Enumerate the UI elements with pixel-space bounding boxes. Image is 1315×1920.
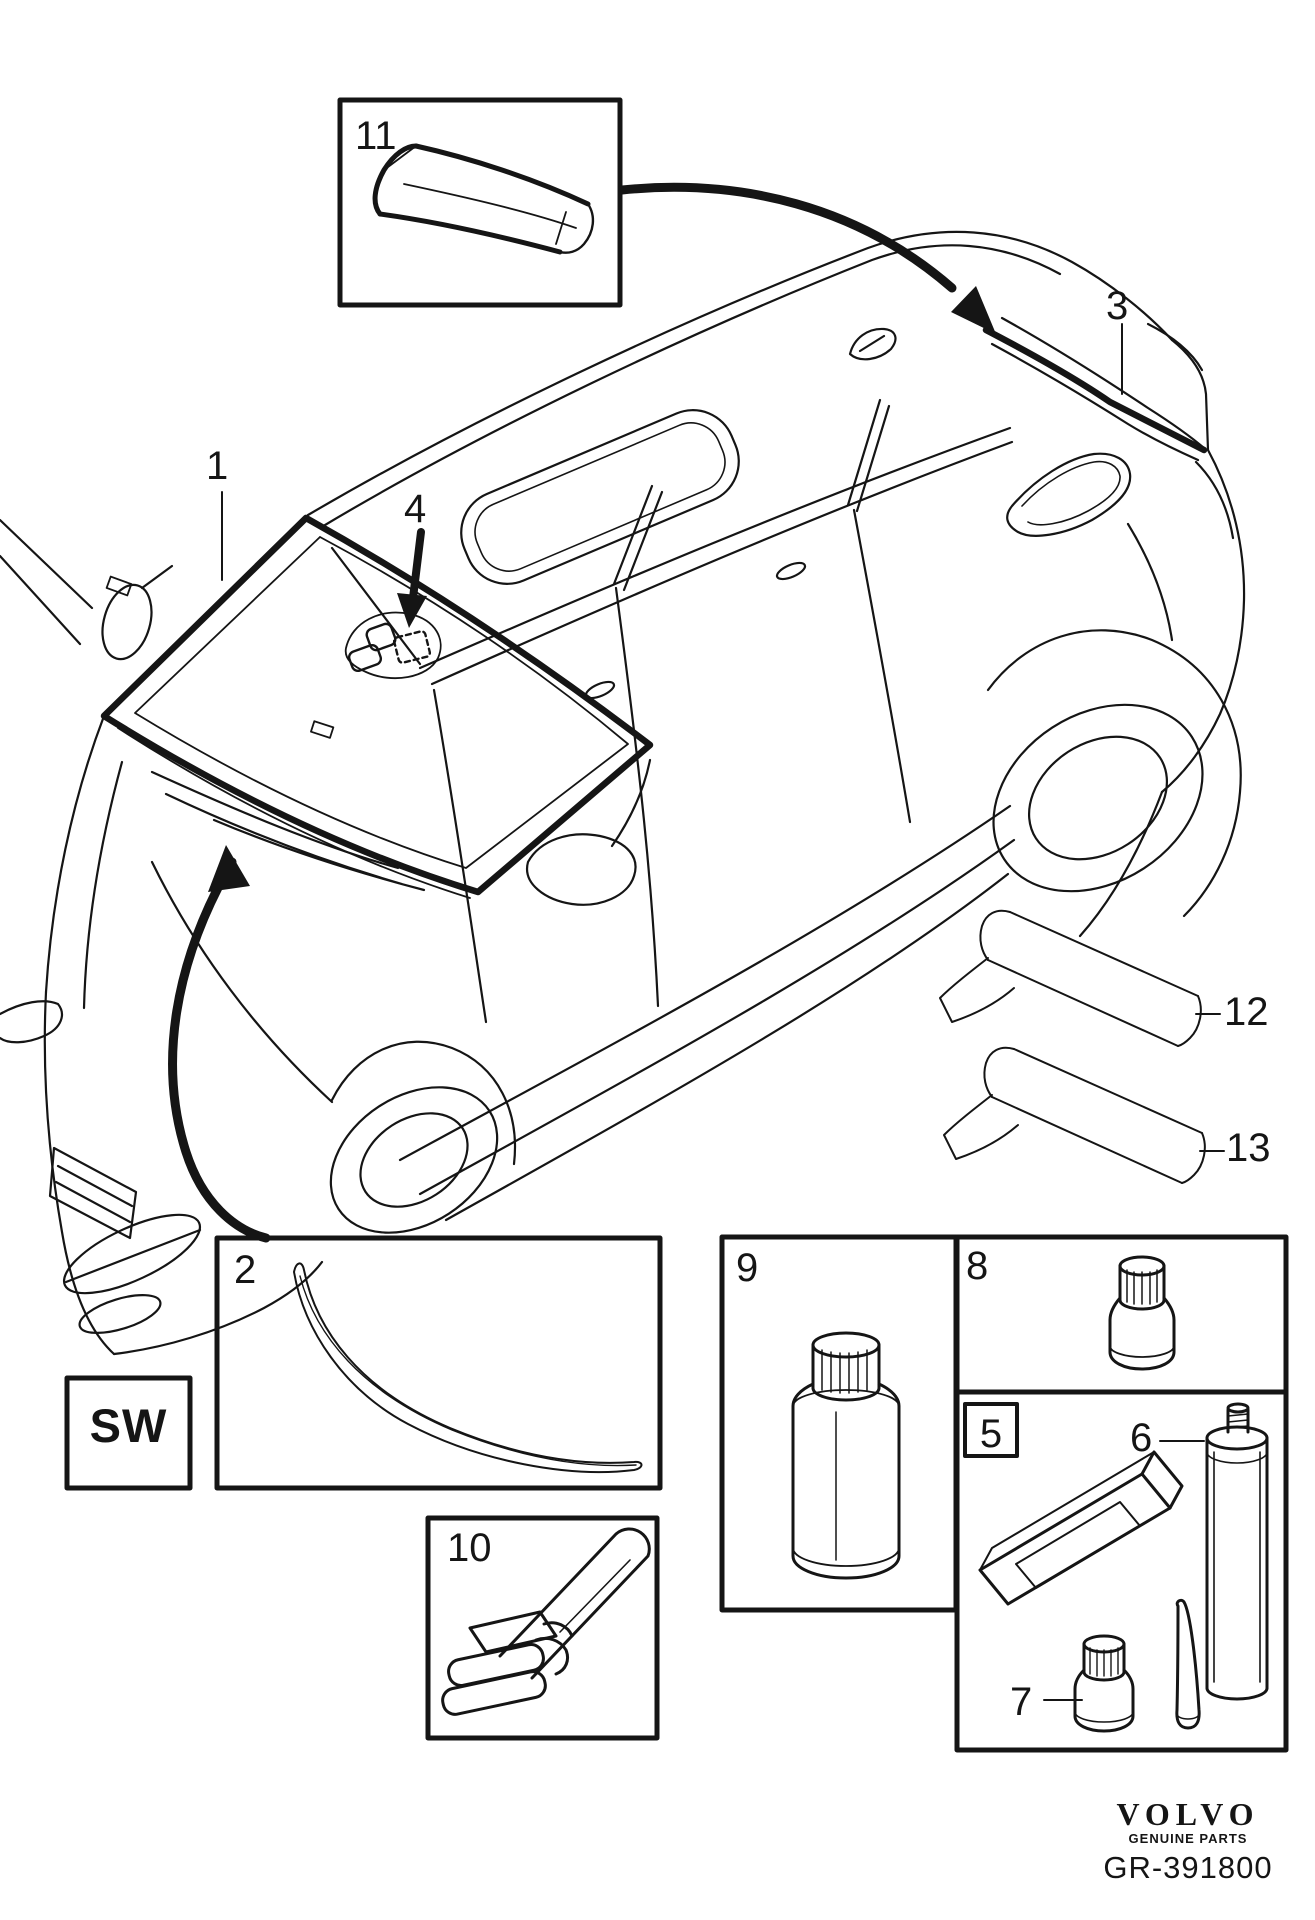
callout-4: 4 <box>404 487 427 531</box>
callout-5: 5 <box>979 1412 1003 1456</box>
callout-7: 7 <box>1010 1680 1033 1724</box>
callout-10: 10 <box>447 1526 492 1570</box>
callout-9: 9 <box>736 1246 759 1290</box>
callout-3: 3 <box>1106 284 1129 328</box>
inset-box-10 <box>425 1515 660 1741</box>
callout-2: 2 <box>234 1248 257 1292</box>
inset-box-2 <box>214 1235 663 1491</box>
sw-box-frame <box>64 1375 193 1491</box>
callout-12: 12 <box>1224 990 1269 1034</box>
tape-roll-13 <box>942 1046 1226 1185</box>
callout-11: 11 <box>355 114 397 158</box>
car-drawing <box>0 230 1246 1356</box>
callout-1: 1 <box>206 444 229 488</box>
genuine-parts-text: GENUINE PARTS <box>1128 1831 1248 1846</box>
inset-box-11 <box>337 97 623 308</box>
callout-6: 6 <box>1130 1416 1153 1460</box>
inset-box-5 <box>954 1389 1289 1753</box>
sw-label: SW <box>89 1399 168 1452</box>
inset-box-9 <box>719 1234 959 1613</box>
roof-arrow-part-11 <box>617 182 996 334</box>
inset-box-8 <box>954 1234 1289 1395</box>
callout-8: 8 <box>966 1244 989 1288</box>
rear-window-part-3 <box>982 323 1208 454</box>
sensor-cluster-part-4 <box>344 528 442 679</box>
callout-13: 13 <box>1226 1126 1271 1170</box>
tape-roll-12 <box>939 909 1221 1047</box>
windshield-part-1 <box>100 491 654 896</box>
diagram-code: GR-391800 <box>1103 1850 1273 1885</box>
volvo-logo: VOLVO <box>1116 1796 1260 1832</box>
moulding-arrow-part-2 <box>168 845 271 1243</box>
